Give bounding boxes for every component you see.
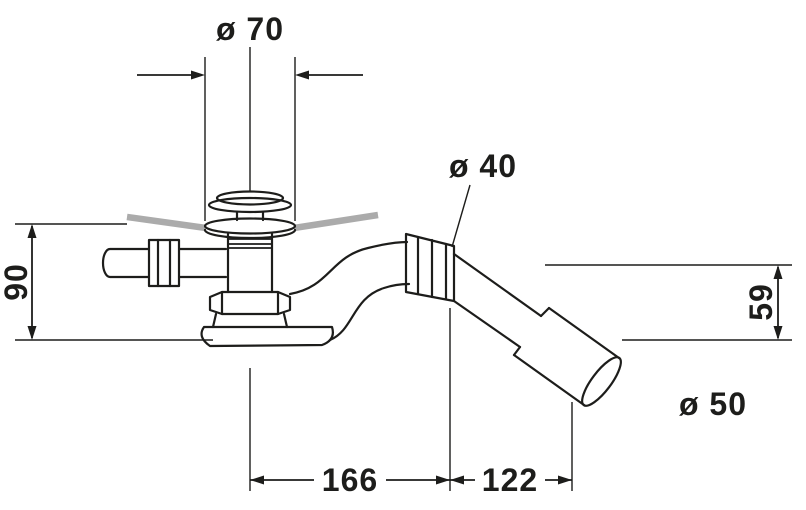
- overflow-pipe: [101, 238, 228, 288]
- dim-diameter-50: ø 50: [679, 386, 747, 422]
- dim-label-diameter-70: ø 70: [216, 11, 284, 47]
- dim-height-59: 59: [545, 264, 792, 341]
- dim-label-diameter-50: ø 50: [679, 386, 747, 422]
- union-nut: [404, 232, 456, 303]
- dim-label-height-90: 90: [0, 263, 34, 301]
- drain-plug-cap: [207, 190, 293, 222]
- outlet-pipe: [452, 252, 622, 407]
- dim-label-diameter-40: ø 40: [449, 148, 517, 184]
- outlet-pipe-end-face: [581, 356, 622, 407]
- tub-floor-section: [126, 211, 379, 232]
- drain-flange: [203, 217, 297, 240]
- dim-label-length-166: 166: [322, 462, 378, 498]
- drain-body-nut: [208, 290, 292, 316]
- dim-diameter-40: ø 40: [449, 148, 517, 248]
- s-bend-pipe: [288, 240, 411, 342]
- dim-label-height-59: 59: [743, 283, 779, 321]
- dim-lengths-bottom: 166 122: [249, 308, 573, 498]
- dim-label-length-122: 122: [482, 462, 538, 498]
- overflow-pipe-clamp: [147, 238, 181, 288]
- drain-body: [226, 232, 274, 294]
- drain-base: [200, 312, 334, 348]
- dim-diameter-70: ø 70: [137, 11, 363, 221]
- dim-height-90: 90: [0, 223, 213, 341]
